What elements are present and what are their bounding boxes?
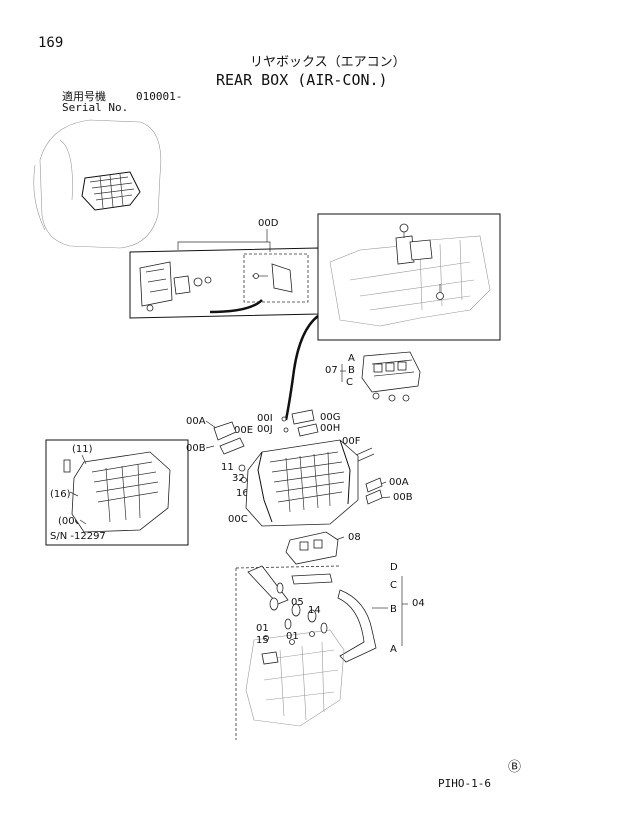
callout-B-bottom: B (390, 604, 397, 615)
enlarged-detail-panel (284, 213, 501, 421)
callout-00F: 00F (342, 436, 361, 447)
callout-A-top: A (348, 353, 355, 364)
bracket-detail-panel: 00D (129, 218, 319, 319)
document-code: PIHO-1-6 (438, 777, 491, 790)
callout-C-top: C (346, 377, 353, 388)
inset-callout-16: (16) (50, 489, 71, 500)
callout-A-bottom: A (390, 644, 397, 655)
callout-01-right: 01 (286, 631, 299, 642)
callout-00I: 00I (257, 413, 273, 424)
callout-B-top: B (348, 365, 355, 376)
inset-serial-note: S/N -12297 (50, 531, 106, 542)
bracket-08 (285, 531, 339, 565)
vent-duct-07: A B C 07 (325, 351, 421, 402)
callout-07: 07 (325, 365, 338, 376)
serial-label: Serial No. (62, 101, 129, 114)
serial-range: 010001- (136, 90, 183, 103)
hardware-callouts: 00A 00B 00E 00I 00J 00G 00H 00F 11 32 16… (186, 409, 413, 543)
callout-00H: 00H (320, 423, 340, 434)
machine-overview-sketch (33, 119, 162, 249)
callout-11: 11 (221, 462, 234, 473)
callout-00C: 00C (228, 514, 248, 525)
page-title-japanese: リヤボックス（エアコン） (250, 55, 406, 70)
page-number: 169 (38, 35, 64, 51)
callout-14: 14 (308, 605, 321, 616)
callout-D: D (390, 562, 398, 573)
callout-C-bottom: C (390, 580, 397, 591)
callout-00D: 00D (258, 218, 279, 229)
serial-label-japanese: 適用号機 (62, 90, 106, 103)
floor-frame-and-ducts: 05 14 01 01 15 D C B A 04 (235, 562, 425, 740)
inset-callout-11: (11) (72, 444, 93, 455)
rear-box-body (245, 439, 359, 527)
callout-00A-right: 00A (389, 477, 409, 488)
callout-00B-left: 00B (186, 443, 206, 454)
page-title: REAR BOX (AIR-CON.) (216, 71, 388, 89)
callout-32: 32 (232, 473, 245, 484)
callout-04: 04 (412, 598, 425, 609)
callout-16: 16 (236, 488, 249, 499)
callout-08: 08 (348, 532, 361, 543)
callout-00E: 00E (234, 425, 253, 436)
inset-callout-00C: (00C) (58, 516, 86, 527)
callout-00J: 00J (257, 424, 273, 435)
b-mark: Ⓑ (508, 760, 522, 775)
earlier-serial-inset: (11) (16) (00C) S/N -12297 (45, 439, 189, 546)
callout-15: 15 (256, 635, 269, 646)
callout-00G: 00G (320, 412, 340, 423)
callout-00A-left: 00A (186, 416, 206, 427)
callout-05: 05 (291, 597, 304, 608)
callout-00B-right: 00B (393, 492, 413, 503)
callout-01-left: 01 (256, 623, 269, 634)
